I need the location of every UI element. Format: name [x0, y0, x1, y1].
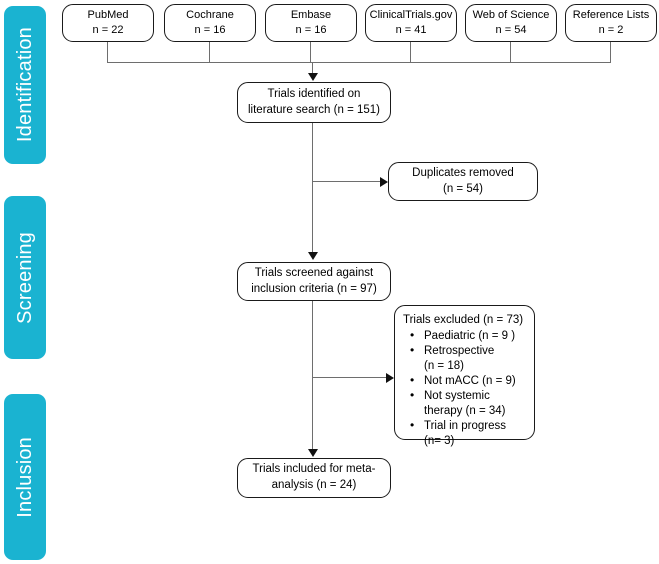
source-box-reference-lists: Reference Lists n = 2: [565, 4, 657, 42]
bullet-icon: •: [410, 417, 415, 432]
box-trials-excluded: Trials excluded (n = 73) • Paediatric (n…: [394, 305, 535, 447]
source-name-reference-lists: Reference Lists: [572, 8, 650, 21]
source-count-embase: n = 16: [295, 24, 327, 36]
source-count-web-of-science: n = 54: [495, 24, 527, 36]
arrowhead-to-included: [308, 449, 318, 457]
trials-excluded-list: • Paediatric (n = 9 ) • Retrospective (n…: [402, 327, 526, 449]
phase-label-screening: Screening: [14, 231, 36, 324]
source-box-cochrane: Cochrane n = 16: [164, 4, 256, 42]
excluded-item-1-line2: (n = 18): [424, 359, 464, 372]
list-item: • Trial in progress (n= 3): [402, 417, 526, 449]
trials-screened-line2: inclusion criteria (n = 97): [251, 282, 377, 295]
box-trials-included: Trials included for meta- analysis (n = …: [237, 458, 391, 498]
connector-stem-pubmed: [107, 42, 109, 63]
arrowhead-to-excluded: [386, 373, 394, 383]
source-count-clinicaltrials-gov: n = 41: [395, 24, 427, 36]
excluded-item-3-line2: therapy (n = 34): [424, 404, 506, 417]
source-box-clinicaltrials-gov: ClinicalTrials.gov n = 41: [365, 4, 457, 42]
trials-screened-line1: Trials screened against: [254, 266, 374, 279]
excluded-item-4-line1: Trial in progress: [424, 419, 507, 432]
arrowhead-to-screened: [308, 252, 318, 260]
connector-stem-cochrane: [209, 42, 211, 63]
arrowhead-to-identified: [308, 73, 318, 81]
source-box-web-of-science: Web of Science n = 54: [465, 4, 557, 42]
source-count-reference-lists: n = 2: [598, 24, 624, 36]
source-name-clinicaltrials-gov: ClinicalTrials.gov: [369, 8, 453, 21]
connector-bus-to-identified: [312, 62, 314, 78]
connector-identified-to-screened: [312, 123, 314, 253]
list-item: • Retrospective (n = 18): [402, 342, 526, 374]
bullet-icon: •: [410, 372, 415, 387]
source-name-web-of-science: Web of Science: [472, 8, 550, 21]
trials-identified-line1: Trials identified on: [267, 87, 361, 100]
source-name-cochrane: Cochrane: [186, 8, 234, 21]
arrowhead-to-duplicates: [380, 177, 388, 187]
connector-branch-to-duplicates: [312, 181, 382, 183]
box-trials-screened: Trials screened against inclusion criter…: [237, 262, 391, 301]
connector-bus-horizontal: [107, 62, 611, 64]
list-item: • Not systemic therapy (n = 34): [402, 387, 526, 419]
source-count-pubmed: n = 22: [92, 24, 124, 36]
phase-label-inclusion: Inclusion: [14, 436, 36, 518]
trials-included-line2: analysis (n = 24): [271, 479, 357, 491]
excluded-item-3-line1: Not systemic: [424, 389, 490, 402]
phase-bar-inclusion: Inclusion: [4, 394, 46, 560]
source-box-pubmed: PubMed n = 22: [62, 4, 154, 42]
connector-branch-to-excluded: [312, 377, 388, 379]
box-trials-identified: Trials identified on literature search (…: [237, 82, 391, 123]
bullet-icon: •: [410, 327, 415, 342]
phase-bar-screening: Screening: [4, 196, 46, 359]
excluded-item-1-line1: Retrospective: [424, 344, 495, 357]
bullet-icon: •: [410, 342, 415, 357]
duplicates-line2: (n = 54): [443, 182, 483, 195]
connector-stem-embase: [310, 42, 312, 63]
phase-label-identification: Identification: [14, 27, 36, 143]
trials-included-line1: Trials included for meta-: [252, 463, 376, 476]
source-count-cochrane: n = 16: [194, 24, 226, 36]
excluded-item-4-line2: (n= 3): [424, 434, 455, 447]
duplicates-line1: Duplicates removed: [412, 166, 514, 179]
connector-stem-clinicaltrials: [410, 42, 412, 63]
list-item: • Not mACC (n = 9): [402, 372, 526, 389]
trials-identified-line2: literature search (n = 151): [248, 103, 380, 116]
phase-bar-identification: Identification: [4, 6, 46, 164]
source-name-pubmed: PubMed: [87, 8, 129, 21]
source-name-embase: Embase: [290, 8, 332, 21]
source-box-embase: Embase n = 16: [265, 4, 357, 42]
bullet-icon: •: [410, 387, 415, 402]
connector-stem-reference-lists: [610, 42, 612, 63]
excluded-item-0-line1: Paediatric (n = 9 ): [424, 329, 516, 342]
trials-excluded-title: Trials excluded (n = 73): [403, 314, 524, 326]
connector-screened-to-included: [312, 301, 314, 451]
connector-stem-web-of-science: [510, 42, 512, 63]
list-item: • Paediatric (n = 9 ): [402, 327, 526, 344]
box-duplicates-removed: Duplicates removed (n = 54): [388, 162, 538, 201]
excluded-item-2-line1: Not mACC (n = 9): [424, 374, 516, 387]
